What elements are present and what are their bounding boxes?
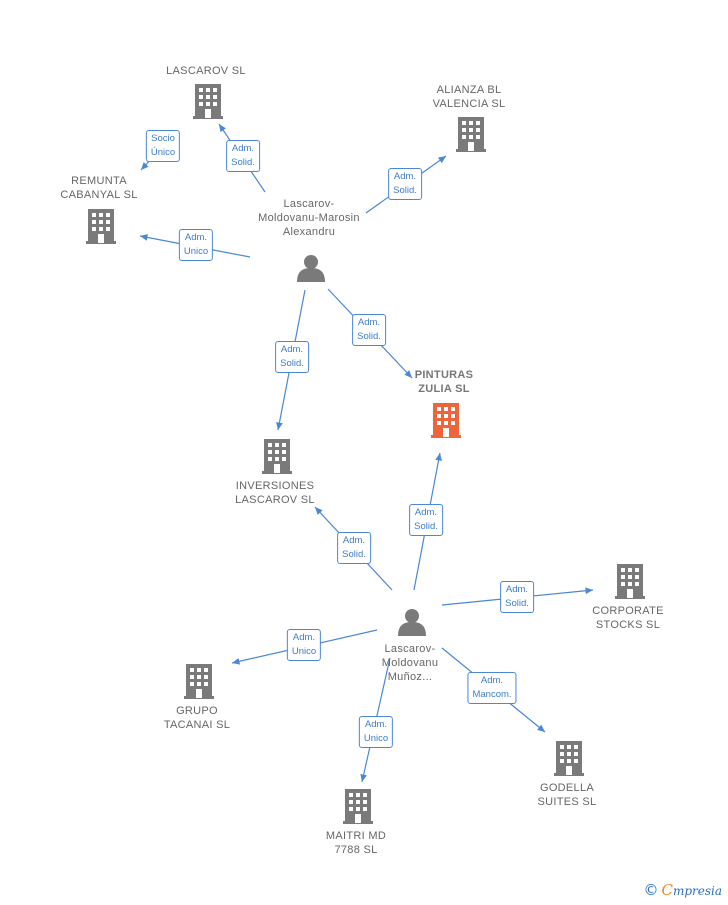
person-icon-person1[interactable] [297,255,325,282]
node-label-lascarov[interactable]: LASCAROV SL [166,65,246,77]
node-label-maitri[interactable]: MAITRI MD 7788 SL [325,830,387,856]
edge-label-person2-to-grupo[interactable]: Adm. Unico [286,629,322,661]
edge-label-person1-to-inversiones[interactable]: Adm. Solid. [275,341,309,373]
brand-initial: C [661,881,673,899]
edge-label-person2-to-corporate[interactable]: Adm. Solid. [500,581,534,613]
edge-label-lascarov-to-remunta[interactable]: Socio Único [145,130,181,162]
node-label-remunta[interactable]: REMUNTA CABANYAL SL [60,175,138,201]
brand-name: mpresia [672,884,722,898]
node-label-grupo[interactable]: GRUPO TACANAI SL [163,705,231,731]
building-icon-lascarov[interactable] [193,84,223,119]
node-label-inversiones[interactable]: INVERSIONES LASCAROV SL [235,480,315,506]
building-icon-maitri[interactable] [343,789,373,824]
node-label-alianza[interactable]: ALIANZA BL VALENCIA SL [432,84,506,110]
building-icon-godella[interactable] [554,741,584,776]
empresia-logo[interactable]: ©Cmpresia [643,881,722,899]
node-label-pinturas[interactable]: PINTURAS ZULIA SL [414,369,474,395]
edge-label-person2-to-godella[interactable]: Adm. Mancom. [467,672,517,704]
edge-label-person2-to-inversiones[interactable]: Adm. Solid. [337,532,371,564]
building-icon-pinturas[interactable] [431,403,461,438]
person-icon-person2[interactable] [398,609,426,636]
edge-label-person1-to-alianza[interactable]: Adm. Solid. [388,168,422,200]
edge-label-person2-to-pinturas[interactable]: Adm. Solid. [409,504,443,536]
building-icon-corporate[interactable] [615,564,645,599]
building-icon-inversiones[interactable] [262,439,292,474]
edge-label-person1-to-pinturas[interactable]: Adm. Solid. [352,314,386,346]
edge-label-person2-to-maitri[interactable]: Adm. Unico [358,716,394,748]
edge-label-person1-to-remunta[interactable]: Adm. Unico [178,229,214,261]
building-icon-alianza[interactable] [456,117,486,152]
building-icon-remunta[interactable] [86,209,116,244]
node-label-godella[interactable]: GODELLA SUITES SL [537,782,597,808]
building-icon-grupo[interactable] [184,664,214,699]
copyright-symbol: © [643,881,659,899]
node-label-person2[interactable]: Lascarov- Moldovanu Muñoz... [381,643,439,683]
node-label-person1[interactable]: Lascarov- Moldovanu-Marosin Alexandru [258,198,360,238]
edge-label-person1-to-lascarov[interactable]: Adm. Solid. [226,140,260,172]
node-label-corporate[interactable]: CORPORATE STOCKS SL [592,605,664,631]
